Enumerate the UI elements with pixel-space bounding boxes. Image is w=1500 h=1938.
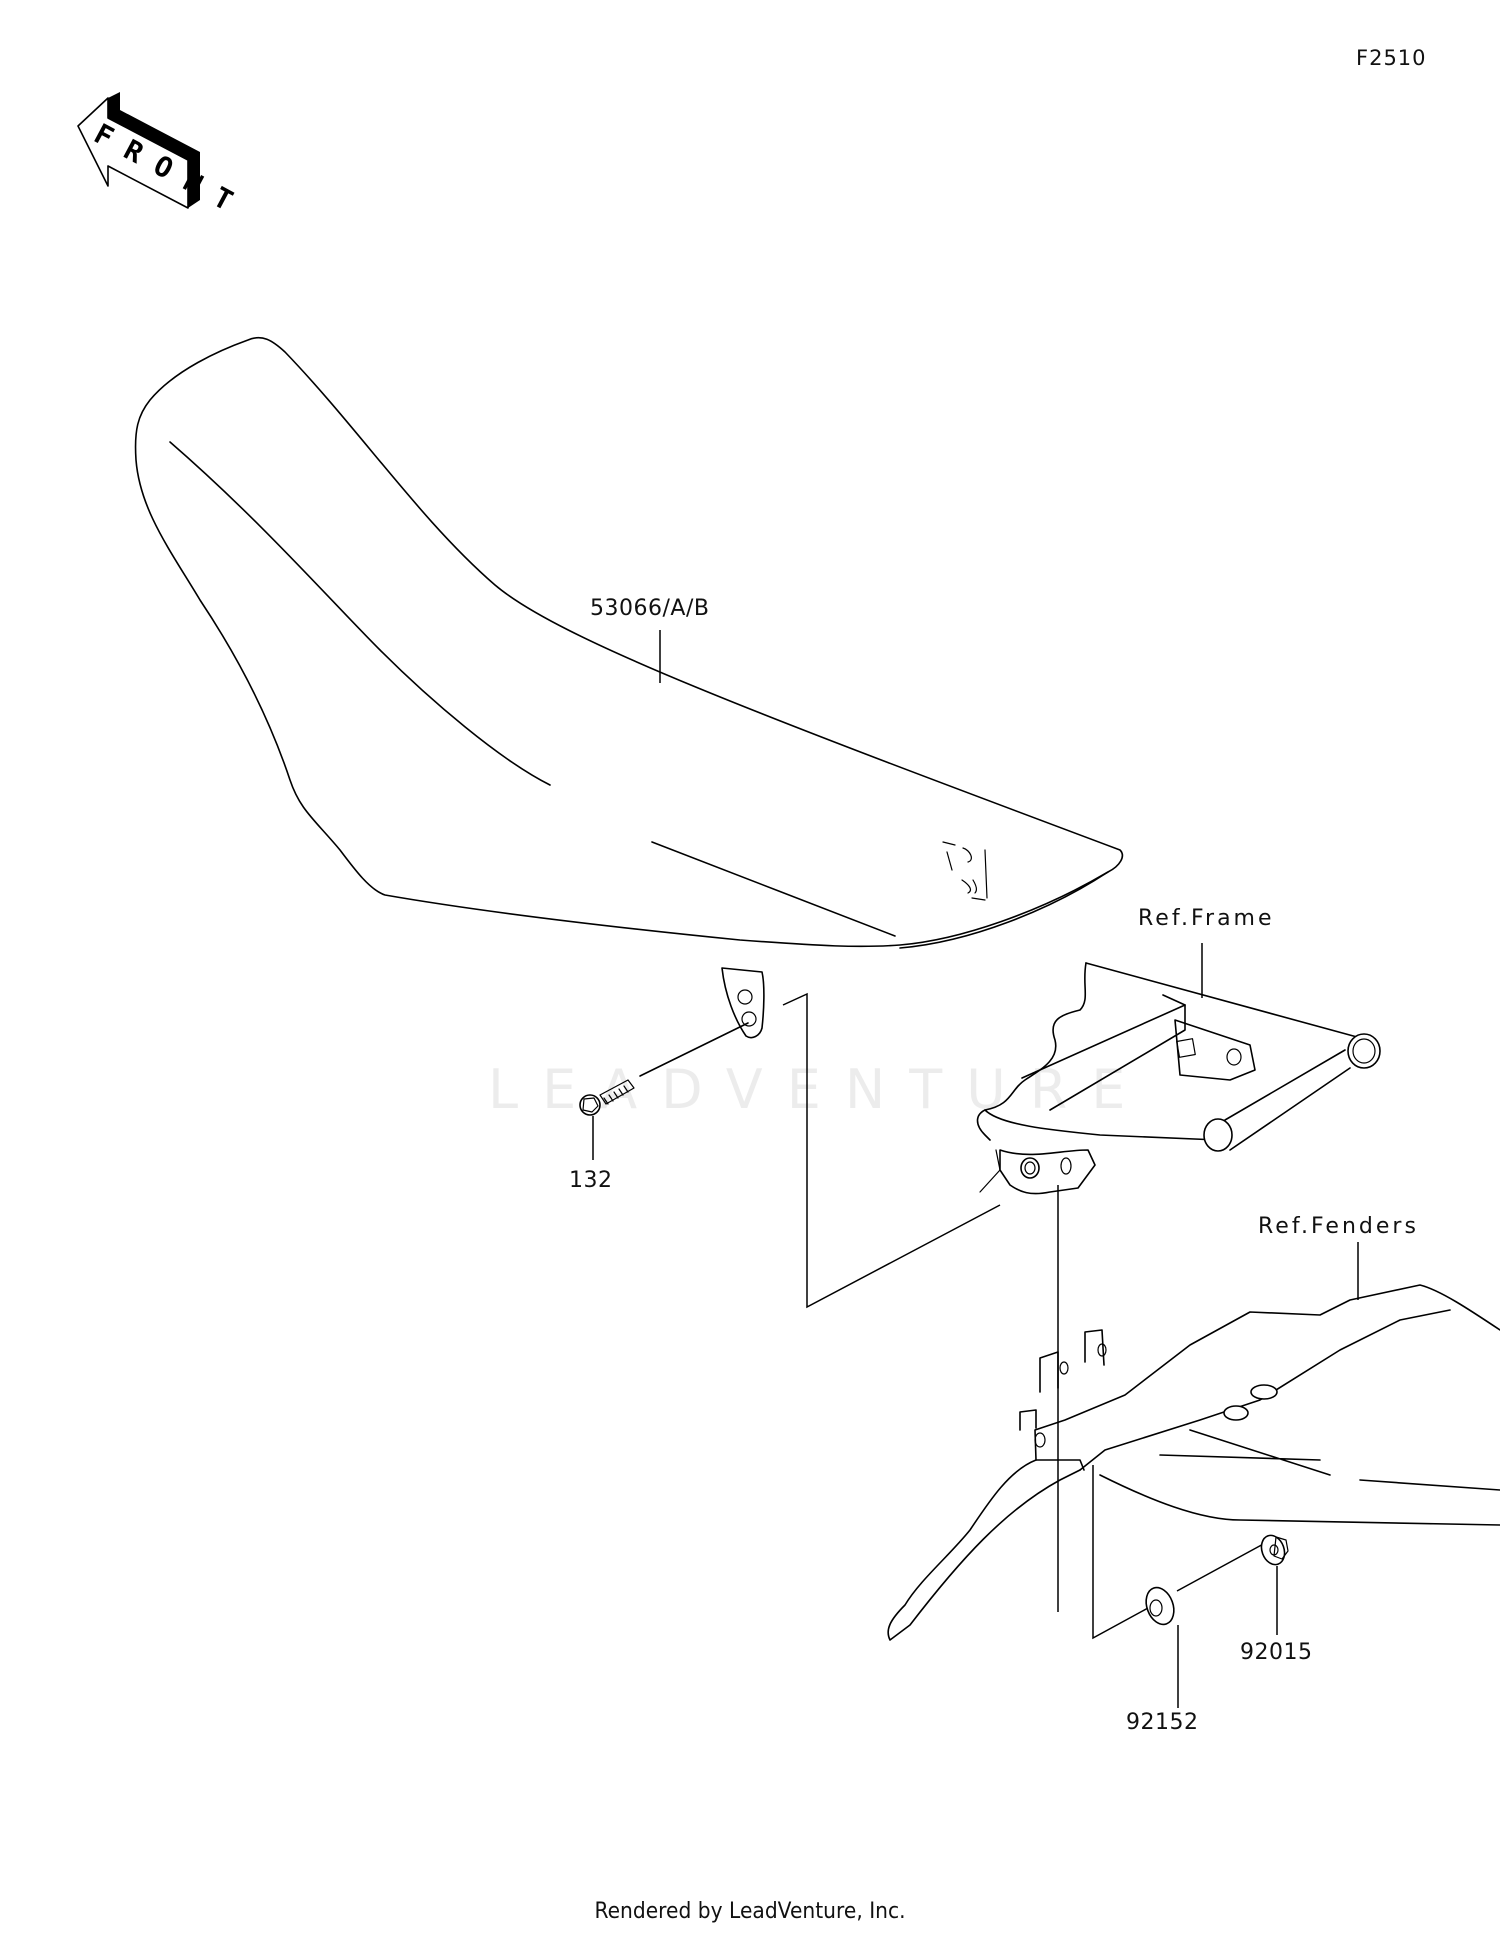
nut-92015-drawing <box>1260 1534 1289 1566</box>
diagram-id: F2510 <box>1356 46 1427 70</box>
fender-drawing <box>887 1284 1500 1641</box>
bolt-132-drawing <box>579 1022 749 1116</box>
ref-fenders-label: Ref.Fenders <box>1258 1214 1419 1239</box>
callout-92015[interactable]: 92015 <box>1240 1640 1313 1665</box>
seat-mount-leader <box>782 992 1001 1309</box>
front-arrow-icon: F R O N T <box>77 92 238 217</box>
callout-132[interactable]: 132 <box>569 1168 613 1193</box>
callout-53066[interactable]: 53066/A/B <box>590 596 710 621</box>
fender-mount-leader <box>1092 1465 1149 1640</box>
rendered-by-footer: Rendered by LeadVenture, Inc. <box>594 1899 906 1924</box>
seat-drawing <box>134 336 1124 1039</box>
callout-92152[interactable]: 92152 <box>1126 1710 1199 1735</box>
frame-drawing <box>976 962 1381 1195</box>
collar-92152-drawing <box>1145 1586 1175 1626</box>
ref-frame-label: Ref.Frame <box>1138 906 1275 931</box>
collar-to-nut-line <box>1176 1541 1268 1592</box>
